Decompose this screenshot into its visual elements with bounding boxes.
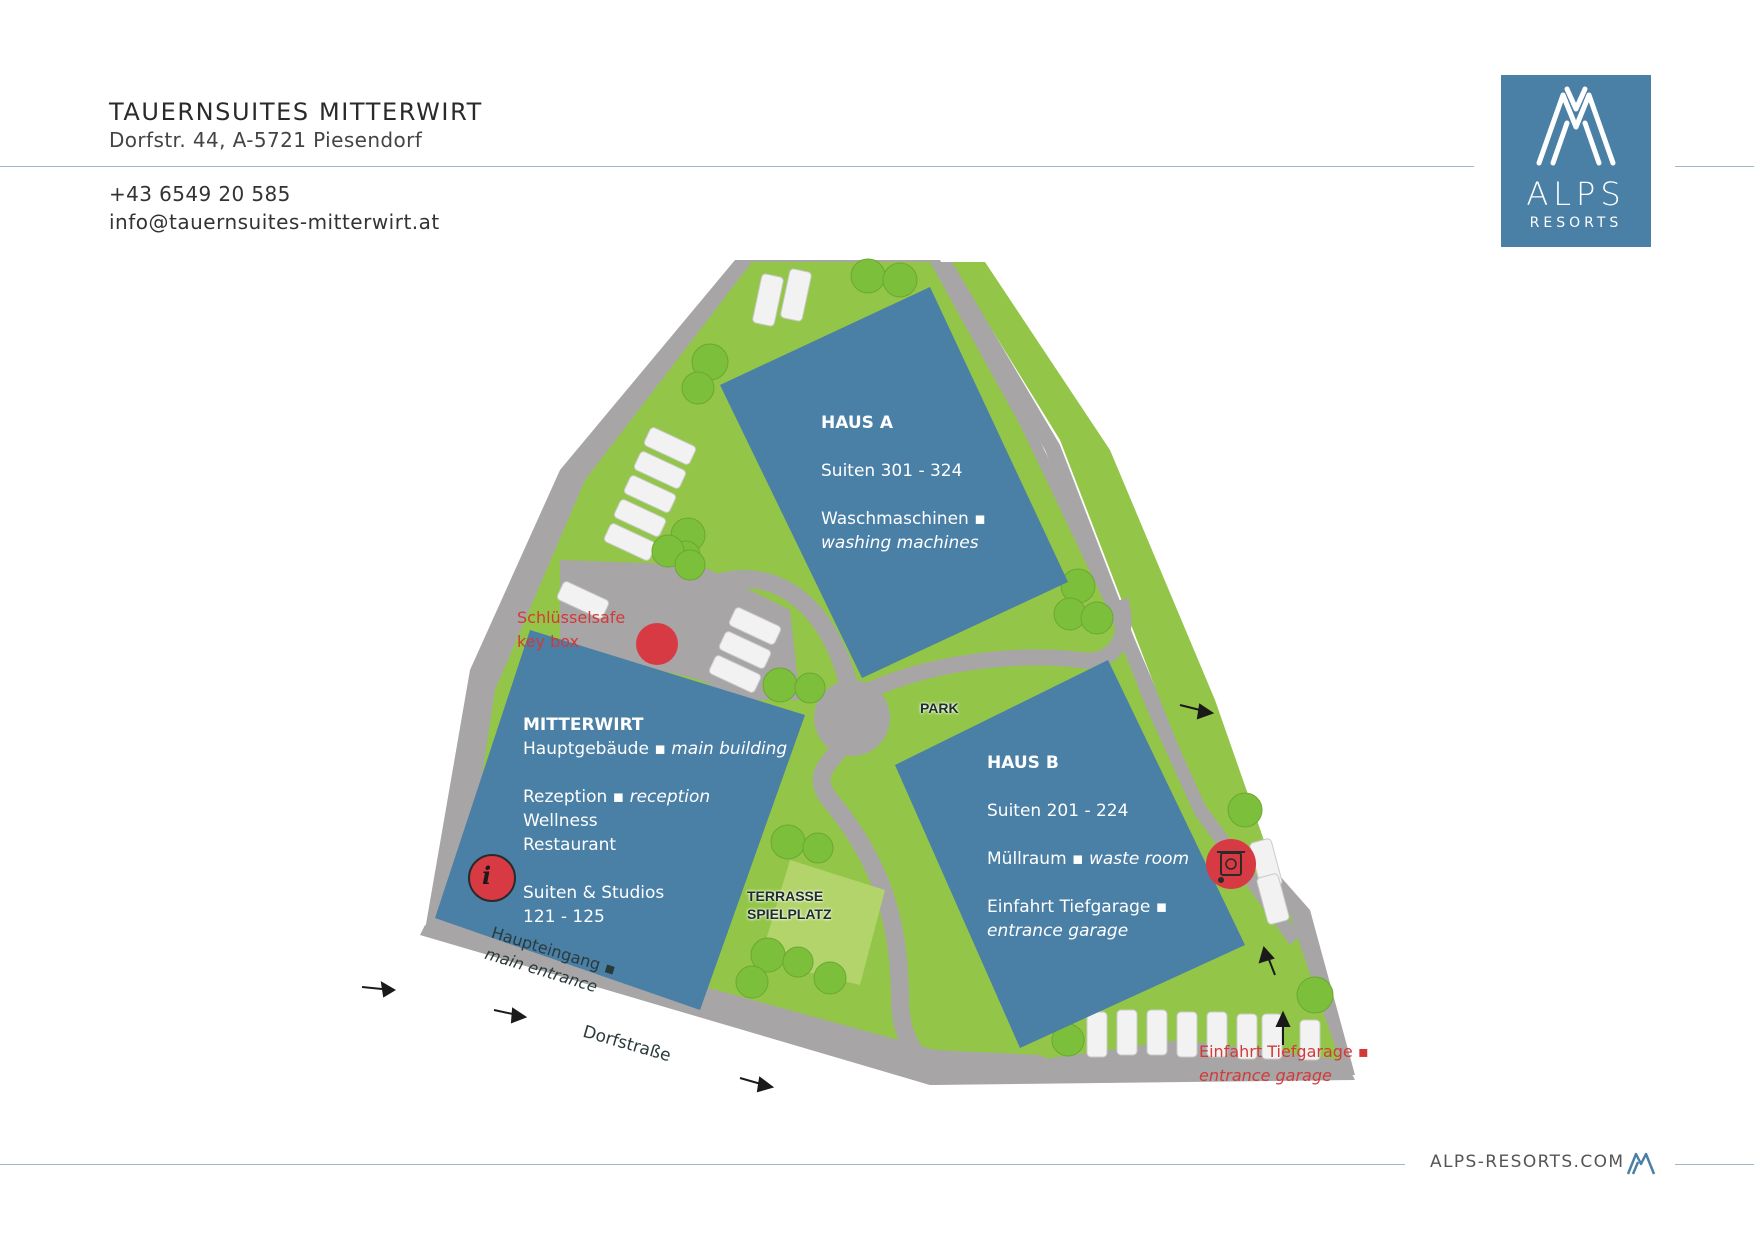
page-title: TAUERNSUITES MITTERWIRT (109, 98, 483, 126)
mountain-logo-icon-small (1626, 1152, 1656, 1175)
header-divider-right (1675, 166, 1754, 167)
mitterwirt-suites-range: 121 - 125 (523, 907, 605, 927)
key-box-marker (636, 623, 678, 665)
info-marker (468, 854, 516, 902)
waste-bin-icon (1206, 839, 1256, 889)
park-label: PARK (920, 700, 959, 716)
mitterwirt-restaurant: Restaurant (523, 835, 617, 855)
haus-b-garage-en: entrance garage (987, 921, 1129, 941)
phone-number[interactable]: +43 6549 20 585 (109, 182, 291, 206)
building-haus-b (895, 660, 1245, 1048)
footer-divider (0, 1164, 1405, 1165)
key-box-label-de: Schlüsselsafe (517, 608, 626, 627)
building-mitterwirt (435, 630, 805, 1010)
haus-b-rooms: Suiten 201 - 224 (987, 801, 1129, 821)
playground-label: SPIELPLATZ (747, 906, 832, 922)
haus-a-label: HAUS A (821, 413, 893, 433)
logo-subword: RESORTS (1529, 215, 1623, 231)
park-path-branch (847, 597, 1132, 707)
header-divider (0, 166, 1474, 167)
bottom-road (420, 925, 1355, 1085)
haus-b-waste: Müllraum ▪ waste room (987, 849, 1190, 869)
haus-b-garage-de: Einfahrt Tiefgarage ▪ (987, 897, 1168, 917)
roundabout (814, 680, 890, 756)
mitterwirt-suites: Suiten & Studios (523, 883, 665, 903)
email-address[interactable]: info@tauernsuites-mitterwirt.at (109, 210, 440, 234)
mitterwirt-main: Hauptgebäude ▪ main building (523, 739, 788, 759)
mitterwirt-label: MITTERWIRT (523, 715, 644, 735)
garage-entrance-label-en: entrance garage (1199, 1066, 1332, 1085)
park-path (695, 570, 937, 1077)
trees (651, 258, 1334, 1057)
garage-entrance-label-de: Einfahrt Tiefgarage ▪ (1199, 1042, 1369, 1061)
key-box-label-en: key box (517, 632, 580, 651)
haus-b-label: HAUS B (987, 753, 1059, 773)
mitterwirt-reception: Rezeption ▪ reception (523, 787, 711, 807)
direction-arrows (361, 703, 1291, 1093)
address: Dorfstr. 44, A-5721 Piesendorf (109, 128, 423, 152)
haus-a-rooms: Suiten 301 - 324 (821, 461, 963, 481)
logo-word: ALPS (1526, 175, 1626, 213)
alps-resorts-logo: ALPS RESORTS (1501, 75, 1651, 247)
mountain-logo-icon (1536, 86, 1616, 166)
footer-divider-right (1675, 1164, 1754, 1165)
terrace-label: TERRASSE (747, 888, 824, 904)
haus-a-facility-de: Waschmaschinen ▪ (821, 509, 986, 529)
haus-a-facility-en: washing machines (821, 533, 979, 553)
parking-spaces (556, 268, 1321, 1061)
footer-website[interactable]: ALPS-RESORTS.COM (1430, 1152, 1625, 1172)
info-icon: i (482, 861, 492, 890)
building-haus-a (720, 287, 1068, 678)
mitterwirt-wellness: Wellness (523, 811, 598, 831)
